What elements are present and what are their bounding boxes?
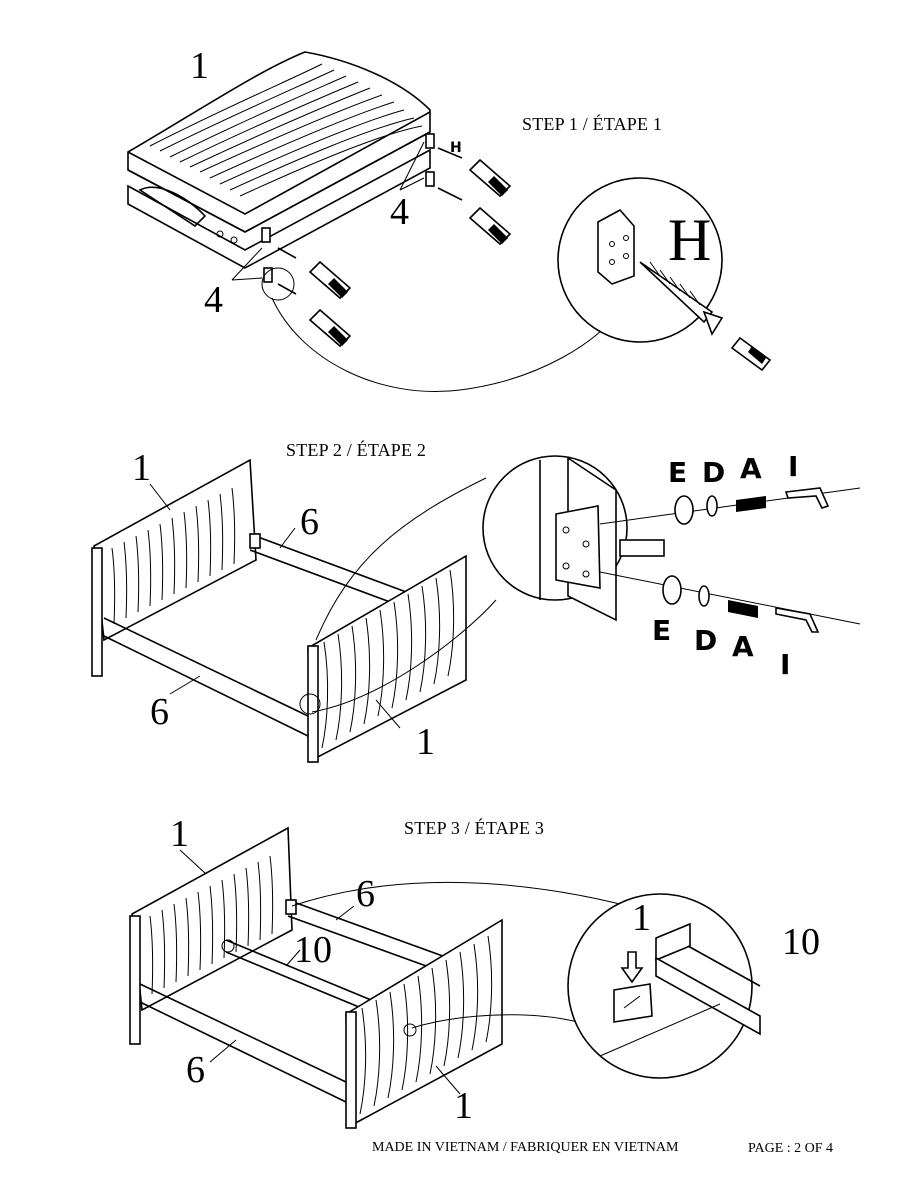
- step2-part-1-left-label: 1: [132, 447, 151, 489]
- step1-screw-h-label: H: [450, 140, 462, 156]
- hw-top-e: E: [668, 456, 688, 489]
- step3-part-1-left-label: 1: [170, 813, 189, 855]
- step1-part-4-left-label: 4: [204, 279, 223, 321]
- footer-made-in: MADE IN VIETNAM / FABRIQUER EN VIETNAM: [372, 1140, 679, 1155]
- hw-top-a: A: [740, 452, 762, 485]
- step1-detail-h-label: H: [668, 207, 712, 273]
- step3-part-1-right-label: 1: [454, 1085, 473, 1127]
- step3-part-10-label: 10: [294, 929, 332, 971]
- step1-part-4-right-label: 4: [390, 191, 409, 233]
- hw-bottom-e: E: [652, 614, 672, 647]
- hw-top-d: D: [702, 456, 726, 489]
- step2-frame-drawing: [91, 455, 861, 763]
- step1-part-1-label: 1: [190, 45, 209, 87]
- step3-detail-part-10-label: 10: [782, 921, 820, 963]
- step1-title: STEP 1 / ÉTAPE 1: [522, 114, 663, 134]
- step1-headboard-drawing: [127, 51, 772, 392]
- step3-part-6-bottom-label: 6: [186, 1049, 205, 1091]
- step2-title: STEP 2 / ÉTAPE 2: [286, 440, 427, 460]
- step2-part-6-top-label: 6: [300, 501, 319, 543]
- footer-page-number: PAGE : 2 OF 4: [748, 1141, 834, 1156]
- step3-title: STEP 3 / ÉTAPE 3: [404, 818, 545, 838]
- step2-part-6-bottom-label: 6: [150, 691, 169, 733]
- step3-frame-drawing: [129, 826, 761, 1129]
- hw-bottom-a: A: [732, 630, 754, 663]
- step3-detail-part-1-label: 1: [632, 897, 651, 939]
- hw-bottom-i: I: [780, 648, 791, 681]
- step3-part-6-top-label: 6: [356, 873, 375, 915]
- hw-top-i: I: [788, 450, 799, 483]
- step2-part-1-right-label: 1: [416, 721, 435, 763]
- hw-bottom-d: D: [694, 624, 718, 657]
